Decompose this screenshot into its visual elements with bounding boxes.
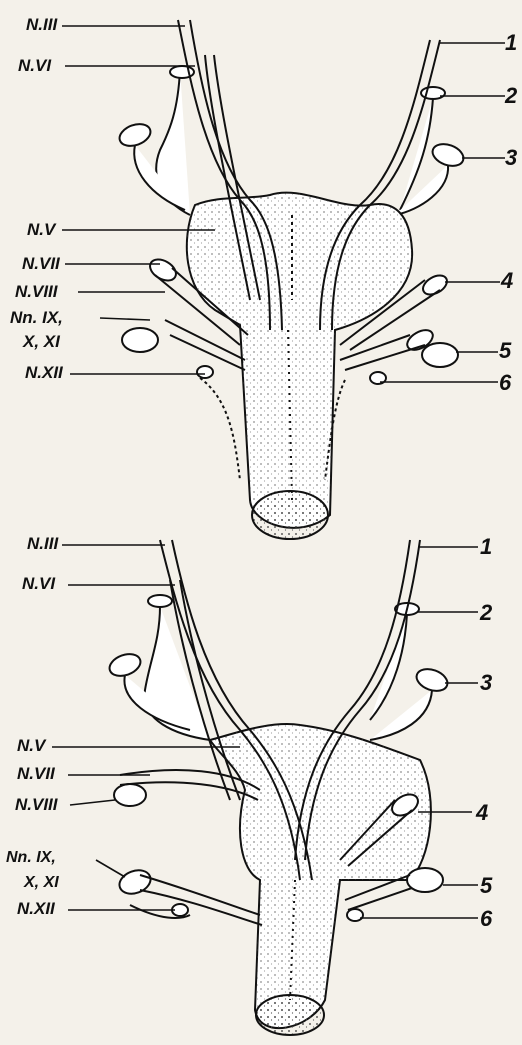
label-2-bottom: 2 [480, 602, 492, 624]
label-n-xii-top: N.XII [25, 364, 63, 381]
label-5-bottom: 5 [480, 875, 492, 897]
label-1-top: 1 [505, 32, 517, 54]
label-n-viii-bottom: N.VIII [15, 796, 58, 813]
label-4-bottom: 4 [476, 802, 488, 824]
label-3-top: 3 [505, 147, 517, 169]
label-n-viii-top: N.VIII [15, 283, 58, 300]
label-n-iii-bottom: N.III [27, 535, 58, 552]
label-n-v-top: N.V [27, 221, 55, 238]
label-4-top: 4 [501, 270, 513, 292]
bottom-panel-drawing [107, 540, 451, 1035]
label-n-iii-top: N.III [26, 16, 57, 33]
label-n-vii-top: N.VII [22, 255, 60, 272]
label-2-top: 2 [505, 85, 517, 107]
label-n-v-bottom: N.V [17, 737, 45, 754]
label-5-top: 5 [499, 340, 511, 362]
label-n-vii-bottom: N.VII [17, 765, 55, 782]
label-n-vi-top: N.VI [18, 57, 51, 74]
label-x-xi-top: X, XI [23, 333, 60, 350]
label-x-xi-bottom: X, XI [24, 875, 59, 891]
top-panel-drawing [117, 20, 467, 539]
label-nn-ix-top: Nn. IX, [10, 309, 63, 326]
label-1-bottom: 1 [480, 536, 492, 558]
label-3-bottom: 3 [480, 672, 492, 694]
label-n-xii-bottom: N.XII [17, 900, 55, 917]
label-n-vi-bottom: N.VI [22, 575, 55, 592]
label-nn-ix-bottom: Nn. IX, [6, 850, 56, 866]
label-6-bottom: 6 [480, 908, 492, 930]
label-6-top: 6 [499, 372, 511, 394]
